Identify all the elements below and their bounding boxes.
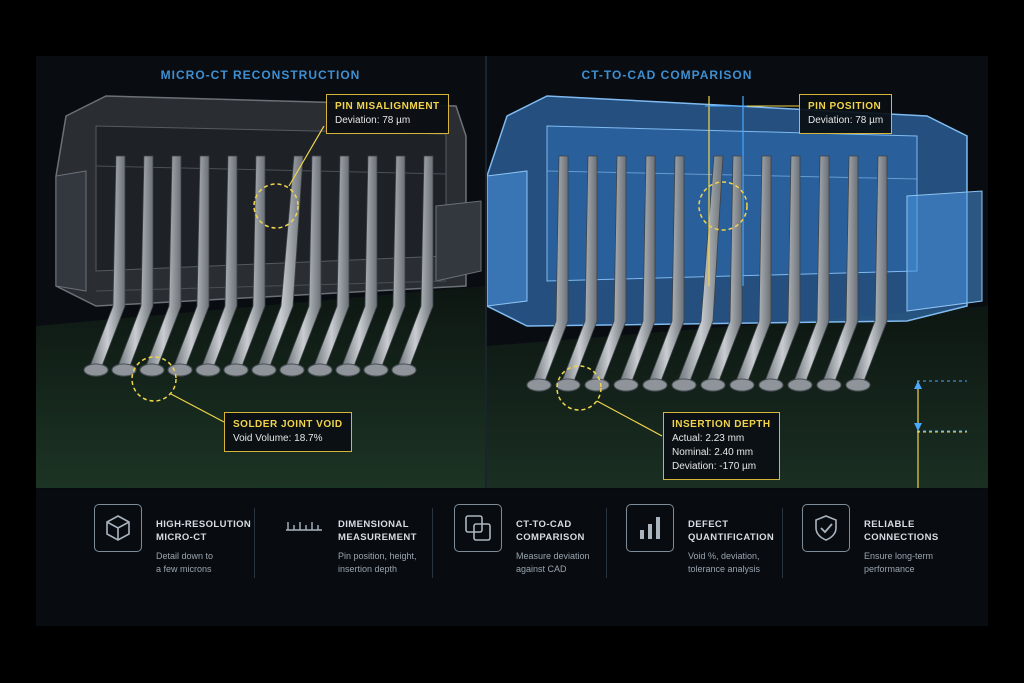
- micro-ct-panel: MICRO-CT RECONSTRUCTION PIN MISALIGNMENT…: [36, 56, 485, 488]
- feature-divider: [606, 508, 607, 578]
- solder-joint: [251, 363, 277, 377]
- callout-value: Deviation: 78 µm: [335, 115, 411, 126]
- callout-title: INSERTION DEPTH: [672, 419, 771, 430]
- solder-joint: [758, 378, 784, 392]
- panel-divider: [485, 56, 487, 488]
- solder-joint: [613, 378, 639, 392]
- callout-title: PIN MISALIGNMENT: [335, 101, 440, 112]
- solder-joint: [167, 363, 193, 377]
- pin-row: [83, 155, 434, 377]
- solder-joint: [671, 378, 697, 392]
- solder-joint: [700, 378, 726, 392]
- feature-description: Ensure long-term performance: [864, 551, 934, 574]
- pin-position-callout: PIN POSITION Deviation: 78 µm: [799, 94, 893, 134]
- feature-divider: [254, 508, 255, 578]
- feature-title: RELIABLE CONNECTIONS: [864, 519, 939, 543]
- solder-joint: [391, 363, 417, 377]
- pin-position-marker: [698, 181, 748, 231]
- void-marker: [131, 356, 177, 402]
- solder-joint: [555, 378, 581, 392]
- solder-joint: [584, 378, 610, 392]
- feature-description: Measure deviation against CAD: [516, 551, 590, 574]
- solder-joint: [845, 378, 871, 392]
- callout-title: PIN POSITION: [808, 101, 882, 112]
- overlap-squares-icon: [454, 504, 502, 552]
- solder-joint: [642, 378, 668, 392]
- callout-deviation: Deviation: -170 µm: [672, 461, 757, 472]
- features-bar: HIGH-RESOLUTION MICRO-CT Detail down to …: [36, 490, 988, 626]
- callout-title: SOLDER JOINT VOID: [233, 419, 343, 430]
- solder-joint: [335, 363, 361, 377]
- pcb-board: [36, 286, 485, 488]
- feature-description: Void %, deviation, tolerance analysis: [688, 551, 761, 574]
- feature-title: HIGH-RESOLUTION MICRO-CT: [156, 519, 252, 543]
- solder-joint: [307, 363, 333, 377]
- panel-title: MICRO-CT RECONSTRUCTION: [160, 68, 361, 82]
- feature-divider: [432, 508, 433, 578]
- bar-chart-icon: [626, 504, 674, 552]
- insertion-depth-callout: INSERTION DEPTH Actual: 2.23 mm Nominal:…: [663, 412, 780, 480]
- solder-joint: [816, 378, 842, 392]
- solder-joint: [83, 363, 109, 377]
- solder-joint: [729, 378, 755, 392]
- void-marker: [556, 365, 602, 411]
- feature-title: DIMENSIONAL MEASUREMENT: [338, 519, 417, 543]
- shield-check-icon: [802, 504, 850, 552]
- solder-joint: [111, 363, 137, 377]
- ct-cad-render: [487, 56, 988, 488]
- solder-joint: [279, 363, 305, 377]
- solder-joint: [363, 363, 389, 377]
- feature-description: Pin position, height, insertion depth: [338, 551, 417, 574]
- callout-value: Void Volume: 18.7%: [233, 433, 323, 444]
- feature-title: CT-TO-CAD COMPARISON: [516, 519, 585, 543]
- panel-title: CT-TO-CAD COMPARISON: [581, 68, 753, 82]
- callout-nominal: Nominal: 2.40 mm: [672, 447, 754, 458]
- solder-void-callout: SOLDER JOINT VOID Void Volume: 18.7%: [224, 412, 352, 452]
- callout-actual: Actual: 2.23 mm: [672, 433, 745, 444]
- feature-title: DEFECT QUANTIFICATION: [688, 519, 775, 543]
- ruler-icon: [276, 504, 324, 552]
- pin-misalignment-callout: PIN MISALIGNMENT Deviation: 78 µm: [326, 94, 449, 134]
- solder-joint: [195, 363, 221, 377]
- feature-description: Detail down to a few microns: [156, 551, 214, 574]
- misalignment-marker: [253, 183, 299, 229]
- solder-joint: [787, 378, 813, 392]
- callout-value: Deviation: 78 µm: [808, 115, 884, 126]
- feature-divider: [782, 508, 783, 578]
- solder-joint: [526, 378, 552, 392]
- solder-joint: [223, 363, 249, 377]
- ct-cad-panel: CT-TO-CAD COMPARISON PIN POSITION Deviat…: [487, 56, 988, 488]
- cube-icon: [94, 504, 142, 552]
- solder-joint: [139, 363, 165, 377]
- pin-row: [526, 155, 888, 392]
